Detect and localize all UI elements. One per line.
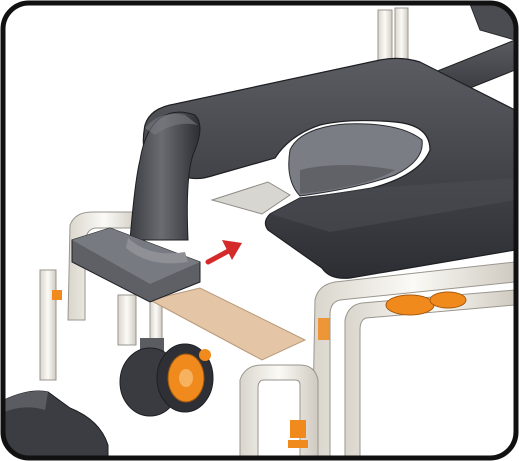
caster-wheel [119,338,214,417]
seat-hinges [385,291,467,316]
seat-cushion [142,57,515,279]
footrest-fragment [4,390,109,457]
direction-arrow [205,240,242,265]
armrest [129,111,201,241]
lower-frame [239,364,319,457]
right-frame-tubes [311,261,515,457]
armrest-base [71,227,201,303]
seat-strap [148,287,307,361]
seat-slot [210,181,291,215]
